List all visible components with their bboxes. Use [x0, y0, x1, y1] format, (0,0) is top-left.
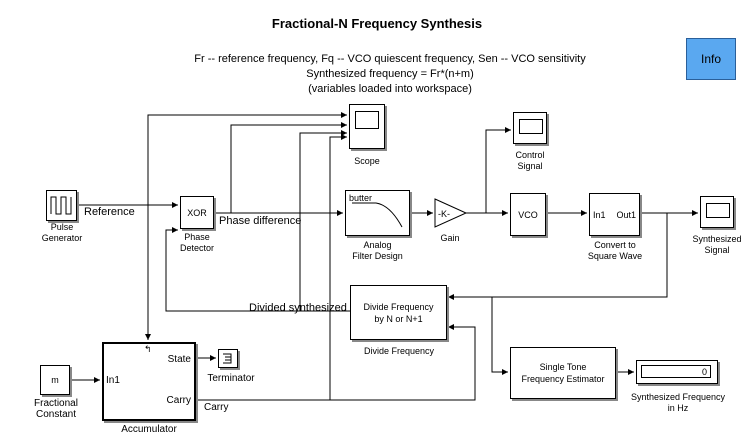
page-title: Fractional-N Frequency Synthesis — [271, 16, 483, 31]
wire-to-estimator — [491, 297, 508, 375]
wire-divided-synthesized — [165, 227, 350, 312]
terminator-icon — [223, 353, 232, 364]
lowpass-curve-icon — [352, 202, 403, 228]
signal-divided-synthesized-label: Divided synthesized — [249, 302, 347, 314]
analog-filter-block[interactable]: butter — [345, 190, 410, 236]
accumulator-label: Accumulator — [121, 424, 177, 435]
wire-feedback — [448, 213, 668, 300]
wire-carry-to-scope — [329, 134, 347, 400]
accumulator-carry-port-label: Carry — [166, 395, 191, 406]
wire-reference-to-scope — [147, 112, 347, 205]
accumulator-in-port-label: In1 — [106, 375, 120, 386]
convert-in-port-label: In1 — [593, 210, 606, 220]
frequency-display-block[interactable]: 0 — [636, 360, 718, 384]
control-signal-label: Control Signal — [515, 150, 545, 171]
pulse-generator-block[interactable] — [46, 190, 77, 221]
scope-label: Scope — [354, 156, 380, 166]
synthesized-signal-label: Synthesized Signal — [692, 234, 742, 255]
divide-frequency-text: Divide Frequency by N or N+1 — [363, 301, 434, 324]
divide-frequency-label: Divide Frequency — [363, 346, 435, 356]
gain-label: Gain — [440, 233, 460, 243]
fractional-constant-block[interactable]: m — [40, 365, 70, 395]
synthesized-signal-screen-icon — [706, 203, 730, 218]
gain-text: -K- — [438, 209, 450, 219]
wire-phase-to-scope — [230, 122, 347, 213]
description-line-2: Synthesized frequency = Fr*(n+m) — [306, 68, 474, 80]
pulse-generator-label: Pulse Generator — [41, 222, 83, 243]
wire-divided-to-scope — [299, 130, 347, 311]
analog-filter-text: butter — [349, 193, 373, 203]
terminator-block[interactable] — [218, 349, 238, 368]
phase-detector-block[interactable]: XOR — [180, 196, 214, 229]
trigger-edge-icon: ↰ — [144, 344, 152, 354]
accumulator-block[interactable]: In1 State Carry ↰ — [102, 342, 196, 421]
phase-detector-text: XOR — [187, 207, 207, 218]
convert-square-wave-label: Convert to Square Wave — [587, 240, 643, 261]
scope-block[interactable] — [349, 104, 385, 149]
terminator-label: Terminator — [207, 373, 255, 384]
vco-block[interactable]: VCO — [510, 193, 546, 236]
wire-carry — [197, 324, 476, 401]
accumulator-state-port-label: State — [167, 354, 191, 365]
signal-phase-difference-label: Phase difference — [219, 215, 302, 227]
fractional-constant-text: m — [51, 375, 59, 385]
synthesized-signal-scope-block[interactable] — [700, 196, 734, 228]
gain-block[interactable]: -K- — [434, 198, 468, 230]
analog-filter-label: Analog Filter Design — [352, 240, 403, 261]
frequency-estimator-block[interactable]: Single Tone Frequency Estimator — [510, 347, 616, 399]
pulse-wave-icon — [50, 196, 72, 215]
signal-reference-label: Reference — [84, 206, 135, 218]
info-button[interactable]: Info — [686, 38, 736, 80]
description-line-1: Fr -- reference frequency, Fq -- VCO qui… — [194, 53, 586, 65]
frequency-estimator-text: Single Tone Frequency Estimator — [521, 362, 605, 384]
phase-detector-label: Phase Detector — [179, 232, 214, 253]
divide-frequency-block[interactable]: Divide Frequency by N or N+1 — [350, 285, 447, 340]
convert-out-port-label: Out1 — [616, 210, 636, 220]
control-signal-scope-block[interactable] — [513, 112, 547, 144]
frequency-display-label: Synthesized Frequency in Hz — [630, 392, 726, 413]
fractional-constant-label: Fractional Constant — [34, 398, 78, 420]
control-signal-screen-icon — [519, 119, 543, 134]
wire-to-control-signal — [485, 127, 511, 213]
scope-screen-icon — [355, 111, 379, 129]
signal-carry-label: Carry — [204, 402, 229, 413]
convert-square-wave-block[interactable]: In1 Out1 — [589, 193, 640, 236]
vco-text: VCO — [518, 209, 538, 220]
frequency-display-value: 0 — [641, 365, 711, 378]
description-line-3: (variables loaded into workspace) — [308, 83, 472, 95]
